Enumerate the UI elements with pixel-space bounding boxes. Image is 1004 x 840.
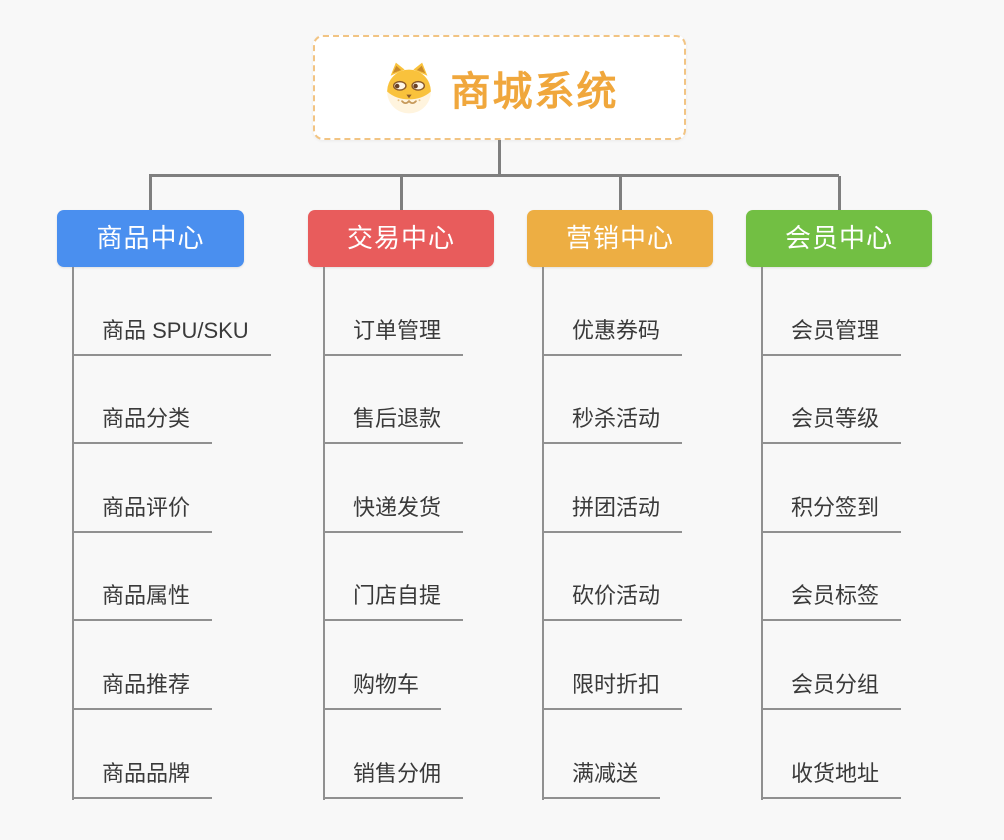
leaf-item[interactable]: 会员等级 [761, 400, 902, 444]
connector-root-stem [498, 140, 501, 176]
leaf-item[interactable]: 商品品牌 [72, 755, 213, 799]
leaf-item[interactable]: 售后退款 [323, 400, 464, 444]
branch-trunk-line [72, 267, 74, 800]
root-node[interactable]: 商城系统 [313, 35, 686, 140]
connector-branch-stub [837, 176, 841, 210]
branch-trunk-line [761, 267, 763, 800]
leaf-item[interactable]: 商品 SPU/SKU [72, 312, 271, 356]
branch-trunk-line [542, 267, 544, 800]
leaf-item[interactable]: 会员标签 [761, 577, 902, 621]
dog-face-icon [386, 62, 431, 113]
connector-branch-stub [149, 176, 152, 210]
branch-node[interactable]: 商品中心 [57, 210, 244, 267]
branch-node[interactable]: 会员中心 [746, 210, 932, 267]
leaf-item[interactable]: 订单管理 [323, 312, 464, 356]
leaf-item[interactable]: 优惠券码 [542, 312, 683, 356]
leaf-item[interactable]: 秒杀活动 [542, 400, 683, 444]
leaf-item[interactable]: 销售分佣 [323, 755, 464, 799]
leaf-item[interactable]: 限时折扣 [542, 666, 683, 710]
leaf-item[interactable]: 会员分组 [761, 666, 902, 710]
leaf-item[interactable]: 积分签到 [761, 489, 902, 533]
connector-branch-stub [399, 176, 403, 210]
leaf-item[interactable]: 购物车 [323, 666, 442, 710]
leaf-item[interactable]: 满减送 [542, 755, 661, 799]
connector-branch-stub [618, 176, 622, 210]
leaf-item[interactable]: 商品评价 [72, 489, 213, 533]
leaf-item[interactable]: 商品推荐 [72, 666, 213, 710]
leaf-item[interactable]: 快递发货 [323, 489, 464, 533]
branch-node[interactable]: 交易中心 [308, 210, 494, 267]
leaf-item[interactable]: 收货地址 [761, 755, 902, 799]
leaf-item[interactable]: 商品属性 [72, 577, 213, 621]
branch-trunk-line [323, 267, 325, 800]
connector-horizontal-bar [149, 174, 839, 177]
branch-node[interactable]: 营销中心 [527, 210, 713, 267]
leaf-item[interactable]: 门店自提 [323, 577, 464, 621]
root-title: 商城系统 [450, 69, 619, 114]
leaf-item[interactable]: 拼团活动 [542, 489, 683, 533]
leaf-item[interactable]: 商品分类 [72, 400, 213, 444]
leaf-item[interactable]: 会员管理 [761, 312, 902, 356]
leaf-item[interactable]: 砍价活动 [542, 577, 683, 621]
